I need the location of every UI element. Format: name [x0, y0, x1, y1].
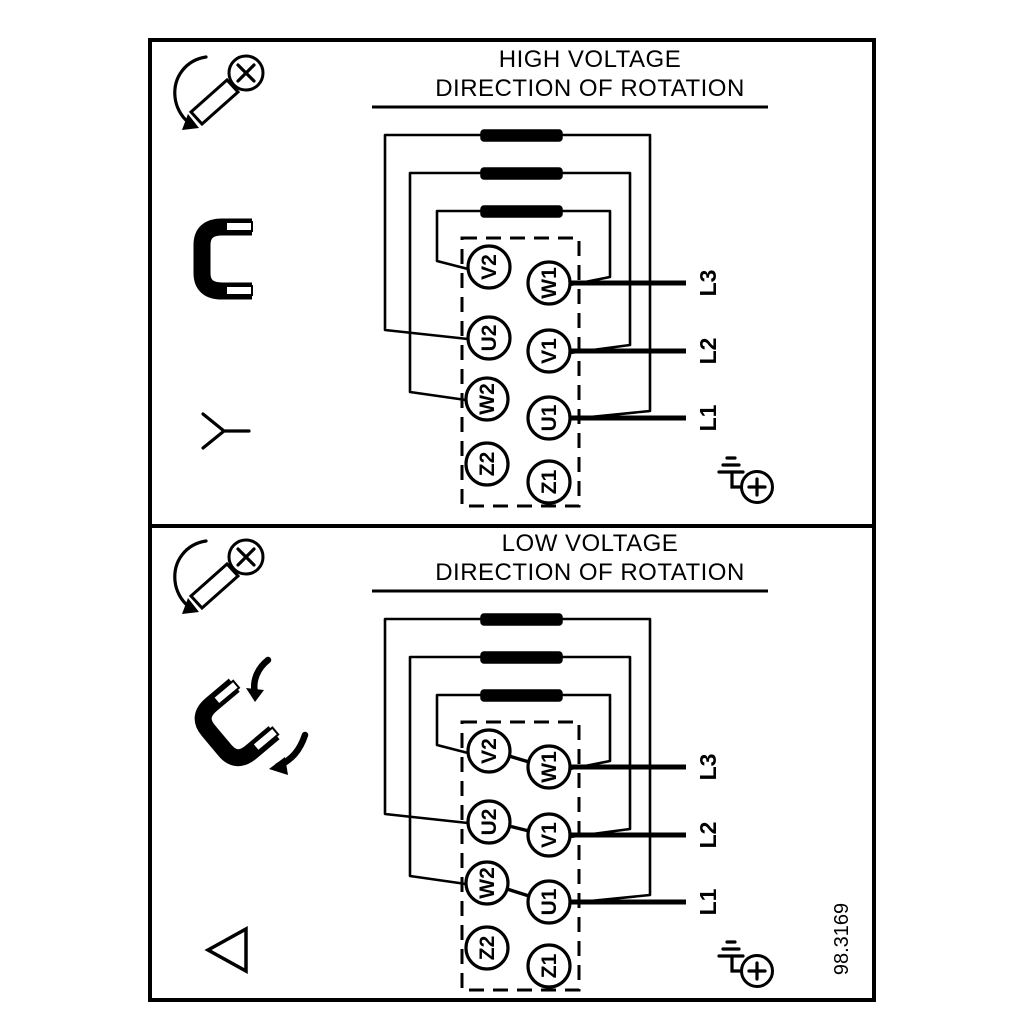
terminal-u2	[466, 799, 512, 845]
winding-bar	[480, 613, 563, 626]
supply-l3-label: L3	[695, 270, 721, 297]
panel-subtitle: DIRECTION OF ROTATION	[435, 559, 745, 586]
delta-symbol-icon	[204, 926, 248, 974]
low-voltage-panel-border	[148, 524, 876, 1002]
supply-labels: L3 L2 L1	[695, 754, 721, 916]
supply-l1-label: L1	[695, 404, 721, 431]
screw-icon	[173, 538, 265, 614]
terminal-z1-label: Z1	[538, 953, 561, 978]
screw-shaft	[188, 561, 241, 611]
terminal-z1-label: Z1	[538, 469, 561, 494]
removal-arrow-top	[251, 656, 272, 698]
panel-title: HIGH VOLTAGE	[499, 46, 681, 73]
star-symbol-icon	[201, 412, 251, 450]
winding-bar	[480, 651, 563, 664]
ground-screw-icon	[717, 940, 774, 988]
terminal-u1	[526, 395, 572, 441]
supply-labels: L3 L2 L1	[695, 270, 721, 432]
terminal-z1	[526, 459, 572, 505]
terminal-w1	[526, 744, 572, 790]
terminal-v2	[466, 244, 512, 290]
winding-bar	[480, 167, 563, 180]
terminals: V2 U2 W2 Z2 W1 V1 U1 Z1	[464, 244, 572, 505]
ground-lead	[730, 954, 742, 973]
terminal-z2	[464, 441, 510, 487]
terminal-u2-label: U2	[478, 809, 501, 836]
terminal-v2-label: V2	[478, 254, 501, 280]
supply-l1-label: L1	[695, 888, 721, 915]
delta-jumper-links	[506, 754, 530, 898]
supply-l2-label: L2	[695, 822, 721, 849]
ground-lead	[730, 470, 742, 489]
terminal-u1-label: U1	[538, 404, 561, 431]
supply-l2-label: L2	[695, 338, 721, 365]
rotation-arrow-icon	[173, 55, 208, 124]
supply-lines	[570, 280, 686, 421]
terminal-v1	[526, 328, 572, 374]
terminal-u2-label: U2	[478, 325, 501, 352]
terminal-w1-label: W1	[538, 751, 561, 783]
terminal-w1-label: W1	[538, 267, 561, 299]
winding-bars	[480, 129, 563, 218]
panel-title: LOW VOLTAGE	[502, 530, 679, 557]
terminals: V2 U2 W2 Z2 W1 V1 U1 Z1	[464, 728, 572, 989]
rotation-arrowhead	[182, 598, 199, 614]
earth-symbol-icon	[717, 456, 745, 474]
terminal-z2-label: Z2	[476, 936, 499, 961]
panel-high-voltage: HIGH VOLTAGE DIRECTION OF ROTATION V2	[173, 46, 774, 508]
jumper-link-icon	[193, 218, 253, 300]
terminal-z2	[464, 925, 510, 971]
winding-bars	[480, 613, 563, 702]
jumper-removal-icon	[194, 656, 309, 775]
screw-shaft	[188, 77, 241, 127]
terminal-v1-label: V1	[538, 822, 561, 848]
phillips-cross-icon	[236, 63, 256, 83]
removal-arrowhead-top	[246, 688, 264, 702]
terminal-z2-label: Z2	[476, 452, 499, 477]
terminal-v1	[526, 812, 572, 858]
terminal-w1	[526, 260, 572, 306]
supply-lines	[570, 764, 686, 905]
earth-symbol-icon	[717, 940, 745, 958]
terminal-w2-label: W2	[476, 383, 499, 415]
panel-low-voltage: LOW VOLTAGE DIRECTION OF ROTATION	[173, 530, 774, 992]
winding-wires	[383, 617, 652, 905]
terminal-z1	[526, 943, 572, 989]
terminal-v2	[466, 728, 512, 774]
terminal-u2	[466, 315, 512, 361]
screw-icon	[173, 54, 265, 130]
terminal-v2-label: V2	[478, 738, 501, 764]
panel-subtitle: DIRECTION OF ROTATION	[435, 75, 745, 102]
rotation-arrowhead	[182, 114, 199, 130]
rotation-arrow-icon	[173, 539, 208, 608]
ground-screw-cross	[747, 477, 767, 497]
ground-screw-cross	[747, 961, 767, 981]
ground-screw-icon	[717, 456, 774, 504]
terminal-w2	[464, 376, 510, 422]
terminal-u1-label: U1	[538, 888, 561, 915]
terminal-w2-label: W2	[476, 867, 499, 899]
winding-bar	[480, 205, 563, 218]
terminal-w2	[464, 860, 510, 906]
winding-bar	[480, 689, 563, 702]
supply-l3-label: L3	[695, 754, 721, 781]
phillips-cross-icon	[236, 547, 256, 567]
winding-bar	[480, 129, 563, 142]
terminal-v1-label: V1	[538, 338, 561, 364]
figure-number: 98.3169	[831, 903, 853, 975]
removal-arrowhead-bottom	[269, 757, 288, 775]
terminal-u1	[526, 879, 572, 925]
